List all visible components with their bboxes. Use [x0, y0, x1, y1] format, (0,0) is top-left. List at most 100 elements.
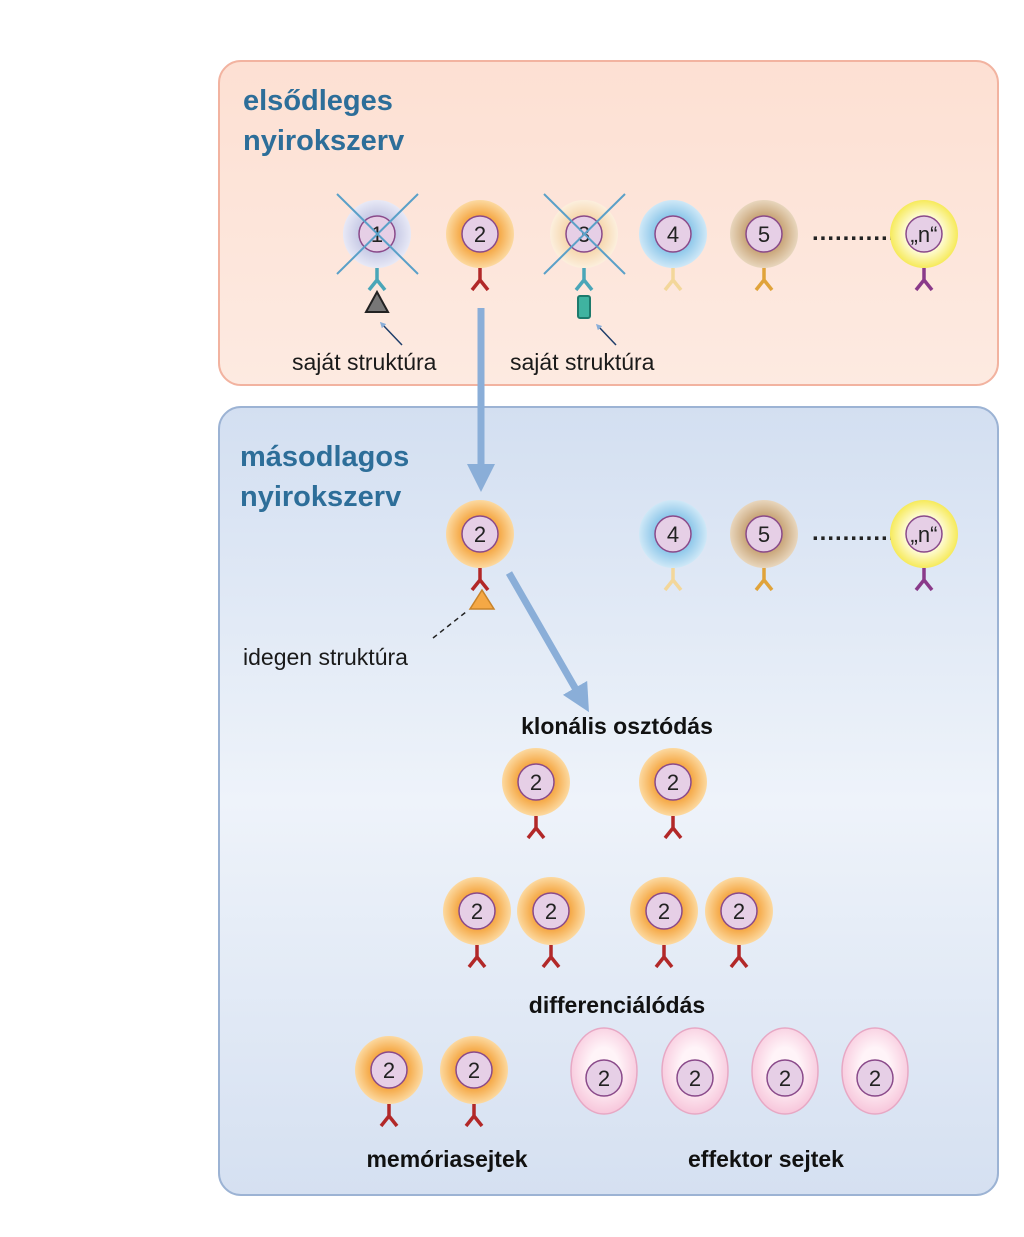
clone-label: 2 [779, 1066, 791, 1091]
nucleus [645, 892, 683, 930]
nucleus [458, 892, 496, 930]
effector-cell: 2 [661, 1027, 729, 1115]
division-cell: 2 [502, 748, 570, 840]
receptor [526, 816, 546, 840]
secondary-title-line1: másodlagos [240, 441, 409, 473]
receptor [470, 568, 490, 592]
effector-cell: 2 [570, 1027, 638, 1115]
nucleus [905, 515, 943, 553]
clone-label: 4 [667, 522, 679, 547]
division-cell: 2 [705, 877, 773, 969]
clone-label: 2 [598, 1066, 610, 1091]
proliferation-arrow [505, 571, 589, 713]
self-antigen-triangle-icon [364, 289, 390, 313]
primary-title-line1: elsődleges [243, 85, 393, 117]
receptor [464, 1104, 484, 1128]
receptor [541, 945, 561, 969]
pointer-arrow [595, 323, 617, 346]
nucleus [461, 515, 499, 553]
receptor [663, 816, 683, 840]
pointer-arrow [379, 321, 403, 346]
receptor [574, 268, 594, 292]
clone-label: 4 [667, 222, 679, 247]
nucleus [654, 515, 692, 553]
clone-4-cell: 4 [639, 200, 707, 292]
clone-5-cell: 5 [730, 200, 798, 292]
receptor [367, 268, 387, 292]
division-cell: 2 [630, 877, 698, 969]
clone-label: 2 [471, 899, 483, 924]
clonal-division-label: klonális osztódás [521, 713, 713, 739]
receptor [754, 568, 774, 592]
self-antigen-rect-icon [577, 295, 591, 319]
nucleus [720, 892, 758, 930]
clone-label: 2 [667, 770, 679, 795]
clone-5-cell-secondary: 5 [730, 500, 798, 592]
ellipsis: ........... [812, 219, 896, 246]
nucleus [745, 515, 783, 553]
clone-label: 2 [530, 770, 542, 795]
nucleus [676, 1059, 714, 1097]
receptor [754, 268, 774, 292]
division-cell: 2 [639, 748, 707, 840]
deletion-cross-icon [336, 193, 419, 275]
effector-cell: 2 [841, 1027, 909, 1115]
receptor [729, 945, 749, 969]
clone-label: 2 [474, 222, 486, 247]
secondary-title-line2: nyirokszerv [240, 481, 401, 513]
nucleus [532, 892, 570, 930]
receptor [914, 568, 934, 592]
receptor [663, 268, 683, 292]
receptor [663, 568, 683, 592]
clone-label: 2 [658, 899, 670, 924]
nucleus [745, 215, 783, 253]
effector-cell: 2 [751, 1027, 819, 1115]
clone-2-cell: 2 [446, 200, 514, 292]
nucleus [856, 1059, 894, 1097]
ellipsis-secondary: ........... [812, 519, 896, 546]
clone-3-cell: 3 [543, 193, 626, 292]
nucleus [905, 215, 943, 253]
nucleus [461, 215, 499, 253]
receptor [654, 945, 674, 969]
receptor [470, 268, 490, 292]
leader-line [432, 611, 467, 639]
clone-label: 2 [383, 1058, 395, 1083]
clone-label: 2 [869, 1066, 881, 1091]
foreign-structure-label: idegen struktúra [243, 644, 408, 670]
clone-label: 5 [758, 222, 770, 247]
receptor [379, 1104, 399, 1128]
nucleus [766, 1059, 804, 1097]
clone-label: 2 [468, 1058, 480, 1083]
differentiation-label: differenciálódás [529, 992, 705, 1018]
activated-clone-2-cell: 2 [446, 500, 514, 592]
receptor [914, 268, 934, 292]
nucleus [585, 1059, 623, 1097]
division-cell: 2 [443, 877, 511, 969]
memory-cell: 2 [440, 1036, 508, 1128]
division-cell: 2 [517, 877, 585, 969]
clone-label: 2 [474, 522, 486, 547]
clone-label: 2 [733, 899, 745, 924]
clone-label: 2 [545, 899, 557, 924]
clone-label: „n“ [911, 522, 938, 547]
nucleus [654, 763, 692, 801]
clone-1-cell: 1 [336, 193, 419, 292]
secondary-panel [218, 406, 999, 1196]
nucleus [370, 1051, 408, 1089]
self-structure-label-1: saját struktúra [292, 349, 437, 375]
clone-n-cell: „n“ [890, 200, 958, 292]
foreign-antigen-triangle-icon [468, 588, 496, 610]
clone-label: 2 [689, 1066, 701, 1091]
deletion-cross-icon [543, 193, 626, 275]
primary-title-line2: nyirokszerv [243, 125, 404, 157]
memory-cells-label: memóriasejtek [366, 1146, 527, 1172]
effector-cells-label: effektor sejtek [688, 1146, 844, 1172]
memory-cell: 2 [355, 1036, 423, 1128]
clone-label: „n“ [911, 222, 938, 247]
clone-label: 5 [758, 522, 770, 547]
clone-4-cell-secondary: 4 [639, 500, 707, 592]
nucleus [517, 763, 555, 801]
nucleus [654, 215, 692, 253]
